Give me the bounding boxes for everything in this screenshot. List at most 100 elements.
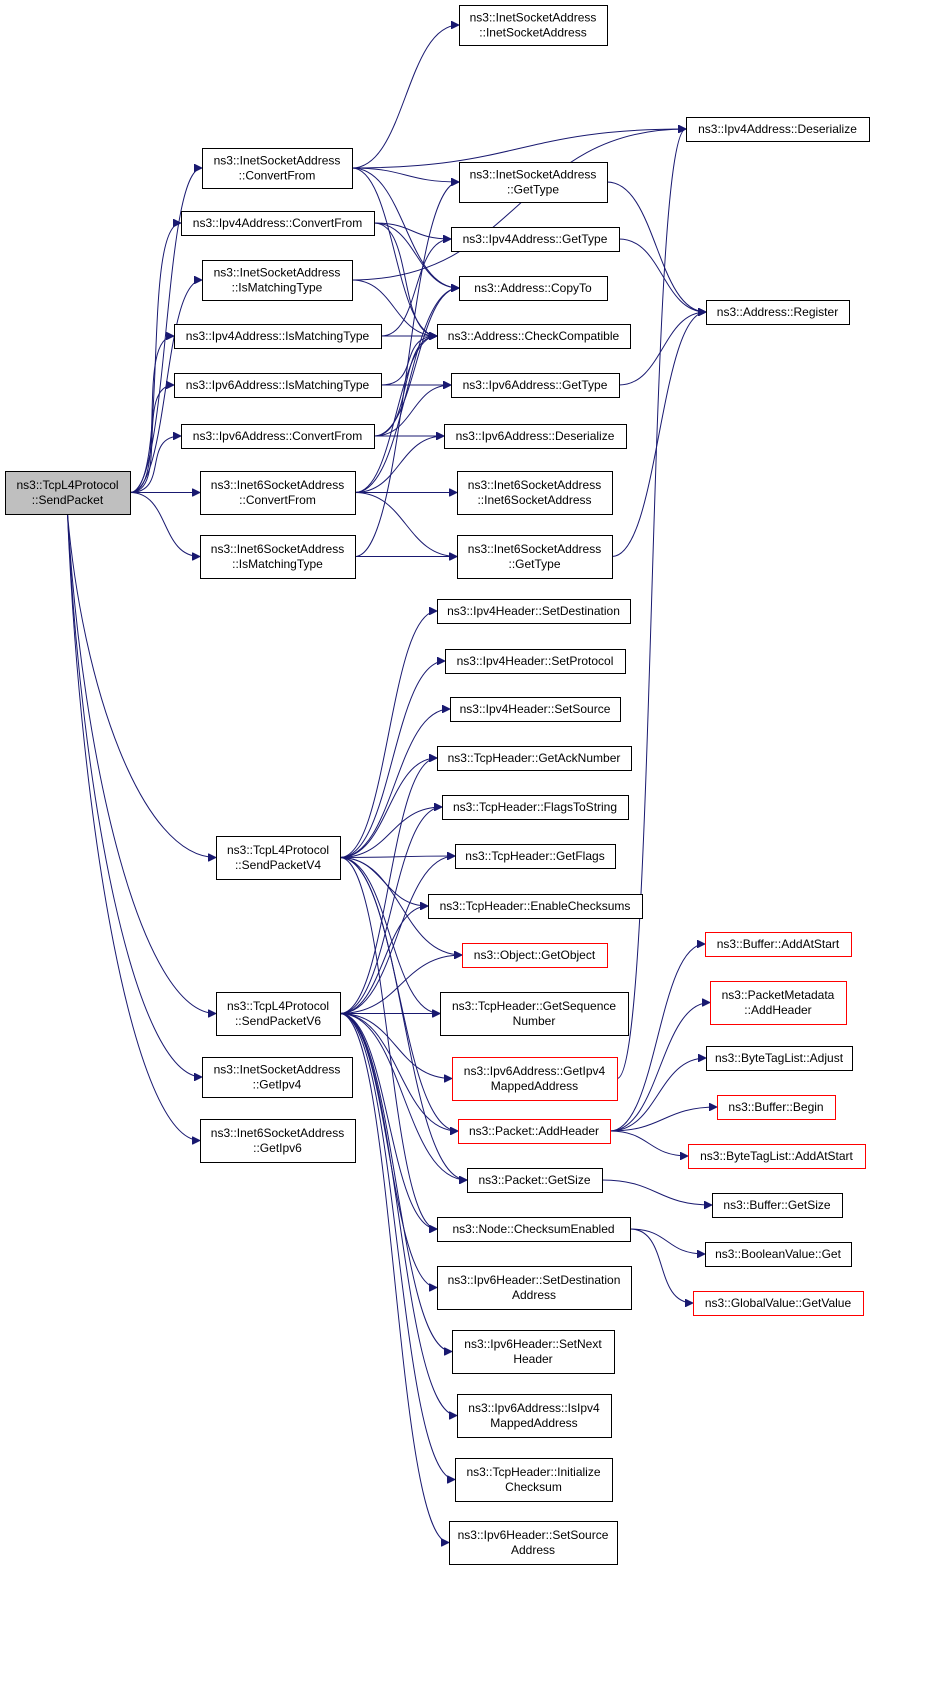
edge-n18-n23 xyxy=(618,312,706,386)
node-box xyxy=(450,697,621,722)
graph-node-ns3-inet6socketaddress-convertfrom[interactable]: ns3::Inet6SocketAddress::ConvertFrom xyxy=(200,471,356,515)
node-label: ns3::Inet6SocketAddress xyxy=(468,542,601,556)
node-box xyxy=(216,992,341,1036)
graph-node-ns3-ipv6address-deserialize[interactable]: ns3::Ipv6Address::Deserialize xyxy=(444,424,627,449)
graph-node-ns3-tcpheader-flagstostring[interactable]: ns3::TcpHeader::FlagsToString xyxy=(442,795,629,820)
graph-node-ns3-ipv4header-setdestination[interactable]: ns3::Ipv4Header::SetDestination xyxy=(437,599,631,624)
edge-n10-n27 xyxy=(339,758,437,1014)
edge-n2-n15 xyxy=(373,222,451,239)
graph-node-ns3-booleanvalue-get[interactable]: ns3::BooleanValue::Get xyxy=(705,1242,852,1267)
graph-node-ns3-ipv6address-gettype[interactable]: ns3::Ipv6Address::GetType xyxy=(451,373,620,398)
node-label: ns3::TcpL4Protocol xyxy=(227,999,329,1013)
edge-n1-n13 xyxy=(351,25,459,169)
graph-node-ns3-buffer-begin[interactable]: ns3::Buffer::Begin xyxy=(717,1095,836,1120)
node-label: MappedAddress xyxy=(491,1079,578,1093)
graph-node-ns3-globalvalue-getvalue[interactable]: ns3::GlobalValue::GetValue xyxy=(693,1291,864,1316)
graph-node-ns3-inetsocketaddress-getipv4[interactable]: ns3::InetSocketAddress::GetIpv4 xyxy=(202,1057,353,1098)
graph-node-ns3-packetmetadata-addheader[interactable]: ns3::PacketMetadata::AddHeader xyxy=(710,981,847,1025)
node-label: ::GetIpv6 xyxy=(253,1141,302,1155)
graph-node-ns3-address-checkcompatible[interactable]: ns3::Address::CheckCompatible xyxy=(437,324,631,349)
graph-node-ns3-ipv4address-gettype[interactable]: ns3::Ipv4Address::GetType xyxy=(451,227,620,252)
edge-n0-n8 xyxy=(129,492,200,557)
node-box xyxy=(200,471,356,515)
graph-node-ns3-inetsocketaddress-inetsocketaddress[interactable]: ns3::InetSocketAddress::InetSocketAddres… xyxy=(459,5,608,46)
node-label: ns3::Address::CopyTo xyxy=(474,281,592,295)
node-label: ns3::TcpL4Protocol xyxy=(227,843,329,857)
graph-node-ns3-inet6socketaddress-gettype[interactable]: ns3::Inet6SocketAddress::GetType xyxy=(457,535,613,579)
node-box xyxy=(437,324,631,349)
edge-n0-n6 xyxy=(129,436,181,493)
graph-node-ns3-tcpheader-getflags[interactable]: ns3::TcpHeader::GetFlags xyxy=(455,844,616,869)
node-label: MappedAddress xyxy=(490,1416,577,1430)
node-label: ns3::Object::GetObject xyxy=(474,948,596,962)
graph-node-ns3-ipv4address-ismatchingtype[interactable]: ns3::Ipv4Address::IsMatchingType xyxy=(174,324,382,349)
graph-node-ns3-ipv4address-convertfrom[interactable]: ns3::Ipv4Address::ConvertFrom xyxy=(181,211,375,236)
edge-n10-n30 xyxy=(339,906,428,1014)
graph-node-ns3-buffer-addatstart[interactable]: ns3::Buffer::AddAtStart xyxy=(705,932,852,957)
node-label: ns3::Packet::AddHeader xyxy=(469,1124,599,1138)
node-box xyxy=(459,276,608,301)
graph-node-ns3-ipv6address-convertfrom[interactable]: ns3::Ipv6Address::ConvertFrom xyxy=(181,424,375,449)
node-label: Address xyxy=(511,1543,555,1557)
edge-n9-n35 xyxy=(339,857,467,1181)
graph-node-ns3-address-register[interactable]: ns3::Address::Register xyxy=(706,300,850,325)
node-label: ns3::Ipv6Address::IsIpv4 xyxy=(468,1401,600,1415)
node-label: ::GetType xyxy=(508,557,560,571)
node-box xyxy=(202,260,353,301)
graph-node-ns3-ipv6address-ismatchingtype[interactable]: ns3::Ipv6Address::IsMatchingType xyxy=(174,373,382,398)
graph-node-ns3-buffer-getsize[interactable]: ns3::Buffer::GetSize xyxy=(712,1193,843,1218)
graph-node-ns3-inet6socketaddress-getipv6[interactable]: ns3::Inet6SocketAddress::GetIpv6 xyxy=(200,1119,356,1163)
node-box xyxy=(712,1193,843,1218)
graph-node-ns3-ipv4header-setprotocol[interactable]: ns3::Ipv4Header::SetProtocol xyxy=(445,649,626,674)
graph-node-ns3-node-checksumenabled[interactable]: ns3::Node::ChecksumEnabled xyxy=(437,1217,631,1242)
graph-node-ns3-packet-addheader[interactable]: ns3::Packet::AddHeader xyxy=(458,1119,611,1144)
node-label: ns3::Ipv6Address::ConvertFrom xyxy=(193,429,362,443)
graph-node-ns3-tcpl4protocol-sendpacketv4[interactable]: ns3::TcpL4Protocol::SendPacketV4 xyxy=(216,836,341,880)
node-label: ns3::Buffer::Begin xyxy=(728,1100,823,1114)
graph-node-ns3-inetsocketaddress-gettype[interactable]: ns3::InetSocketAddress::GetType xyxy=(459,162,608,203)
edge-n10-n40 xyxy=(339,1013,455,1480)
node-label: ns3::TcpHeader::GetSequence xyxy=(452,999,616,1013)
edge-n6-n16 xyxy=(373,288,459,437)
edge-n34-n44 xyxy=(609,1058,706,1132)
graph-node-ns3-object-getobject[interactable]: ns3::Object::GetObject xyxy=(462,943,608,968)
graph-node-ns3-tcpheader-enablechecksums[interactable]: ns3::TcpHeader::EnableChecksums xyxy=(428,894,643,919)
graph-node-ns3-address-copyto[interactable]: ns3::Address::CopyTo xyxy=(459,276,608,301)
node-label: ns3::InetSocketAddress xyxy=(214,266,341,280)
graph-node-ns3-tcpl4protocol-sendpacket[interactable]: ns3::TcpL4Protocol::SendPacket xyxy=(5,471,131,515)
edge-n2-n16 xyxy=(373,222,459,288)
node-label: ns3::TcpHeader::EnableChecksums xyxy=(440,899,631,913)
graph-node-ns3-packet-getsize[interactable]: ns3::Packet::GetSize xyxy=(467,1168,603,1193)
graph-node-ns3-inet6socketaddress-inet6socketaddress[interactable]: ns3::Inet6SocketAddress::Inet6SocketAddr… xyxy=(457,471,613,515)
graph-node-ns3-inetsocketaddress-convertfrom[interactable]: ns3::InetSocketAddress::ConvertFrom xyxy=(202,148,353,189)
graph-node-ns3-bytetaglist-adjust[interactable]: ns3::ByteTagList::Adjust xyxy=(706,1046,853,1071)
graph-node-ns3-ipv4address-deserialize[interactable]: ns3::Ipv4Address::Deserialize xyxy=(686,117,870,142)
node-box xyxy=(455,844,616,869)
node-box xyxy=(5,471,131,515)
graph-node-ns3-tcpheader-getacknumber[interactable]: ns3::TcpHeader::GetAckNumber xyxy=(437,746,632,771)
edge-n10-n39 xyxy=(339,1013,457,1416)
edge-n15-n23 xyxy=(618,238,706,312)
edge-n7-n19 xyxy=(354,436,444,493)
node-box xyxy=(459,162,608,203)
node-box xyxy=(202,148,353,189)
node-label: ns3::Ipv6Header::SetNext xyxy=(464,1337,602,1351)
graph-node-ns3-ipv4header-setsource[interactable]: ns3::Ipv4Header::SetSource xyxy=(450,697,621,722)
edge-n9-n24 xyxy=(339,611,437,858)
graph-node-ns3-inet6socketaddress-ismatchingtype[interactable]: ns3::Inet6SocketAddress::IsMatchingType xyxy=(200,535,356,579)
node-box xyxy=(445,649,626,674)
node-label: ns3::Inet6SocketAddress xyxy=(211,1126,344,1140)
graph-node-ns3-bytetaglist-addatstart[interactable]: ns3::ByteTagList::AddAtStart xyxy=(688,1144,866,1169)
graph-node-ns3-tcpl4protocol-sendpacketv6[interactable]: ns3::TcpL4Protocol::SendPacketV6 xyxy=(216,992,341,1036)
graph-node-ns3-inetsocketaddress-ismatchingtype[interactable]: ns3::InetSocketAddress::IsMatchingType xyxy=(202,260,353,301)
edge-n0-n4 xyxy=(129,336,174,493)
node-box xyxy=(459,5,608,46)
edge-n3-n17 xyxy=(351,279,437,336)
